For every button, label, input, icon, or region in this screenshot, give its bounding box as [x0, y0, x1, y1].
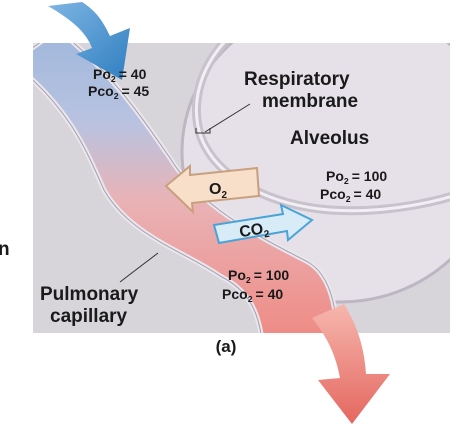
alveolus-pco2-label: Pco2= 40: [320, 186, 381, 204]
inflow-arrow: [48, 2, 130, 80]
arterial-po2-label: Po2= 100: [228, 267, 289, 285]
membrane-leader-line: [204, 103, 251, 133]
pulmonary-label-line1: Pulmonary: [40, 284, 139, 305]
co2-label: CO2: [238, 220, 271, 244]
arterial-pco2-label: Pco2= 40: [222, 286, 283, 304]
alveolus-po2-label: Po2= 100: [326, 168, 387, 186]
venous-po2-label: Po2= 40: [93, 66, 147, 84]
venous-pco2-label: Pco2= 45: [88, 83, 149, 101]
alveolus-label: Alveolus: [290, 128, 369, 149]
cropped-text-fragment: n: [0, 239, 10, 260]
co2-diffusion-arrow: CO2: [212, 203, 314, 245]
respiratory-label-line2: membrane: [262, 91, 358, 112]
o2-diffusion-arrow: O2: [164, 163, 261, 215]
membrane-bracket: [195, 128, 211, 134]
respiratory-label-line1: Respiratory: [244, 69, 350, 90]
capillary-leader-line: [119, 252, 159, 283]
o2-label: O2: [209, 181, 227, 201]
outflow-arrow: [312, 304, 390, 424]
panel-label: (a): [216, 337, 237, 356]
pulmonary-label-line2: capillary: [50, 306, 128, 327]
